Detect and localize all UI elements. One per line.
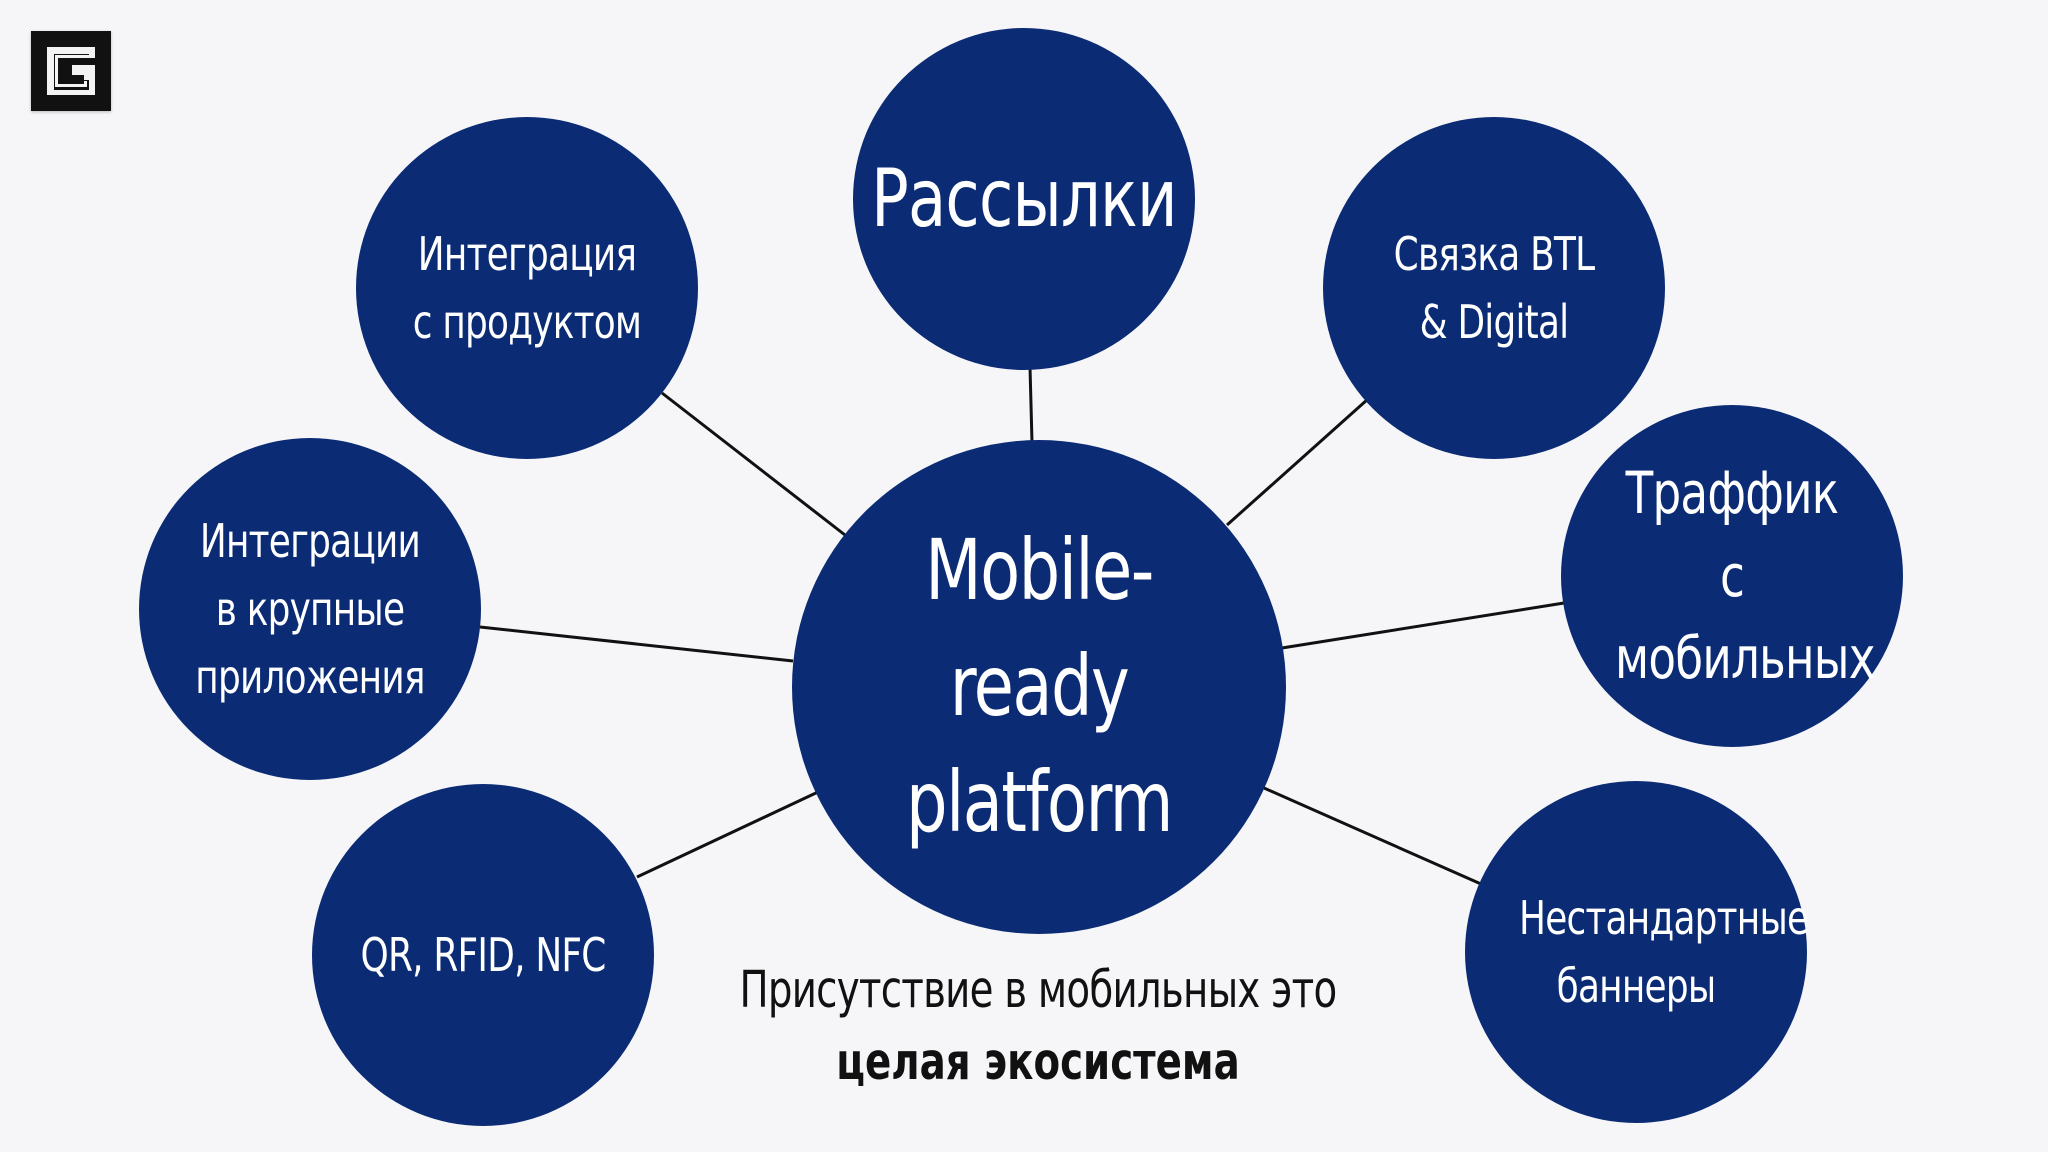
node-rassylki: Рассылки <box>853 28 1195 370</box>
connector-btl-digital <box>1226 397 1369 527</box>
connector-integration-apps <box>479 625 794 663</box>
node-integration-product-label: Интеграция с продуктом <box>412 226 642 349</box>
node-integration-product: Интеграция с продуктом <box>356 117 698 459</box>
connector-integration-product <box>661 391 846 537</box>
node-btl-digital: Связка BTL & Digital <box>1323 117 1665 459</box>
node-integration-apps: Интеграции в крупные приложения <box>139 438 481 780</box>
g-square-logo-icon <box>31 31 111 111</box>
node-rassylki-label: Рассылки <box>871 152 1177 245</box>
caption-line-2: целая экосистема <box>836 1033 1240 1092</box>
connector-qr-rfid-nfc <box>636 790 819 879</box>
node-mobile-traffic-label: Траффик с мобильных <box>1615 459 1876 693</box>
connector-rassylki <box>1028 366 1034 443</box>
connector-banners <box>1263 786 1482 886</box>
node-qr-rfid-nfc: QR, RFID, NFC <box>312 784 654 1126</box>
caption: Присутствие в мобильных это целая экосис… <box>638 955 1438 1099</box>
node-qr-rfid-nfc-label: QR, RFID, NFC <box>360 927 607 982</box>
node-btl-digital-label: Связка BTL & Digital <box>1393 226 1595 349</box>
connector-mobile-traffic <box>1281 601 1565 650</box>
center-node-label: Mobile-ready platform <box>906 521 1173 851</box>
node-mobile-traffic: Траффик с мобильных <box>1561 405 1903 747</box>
center-node-mobile-ready-platform: Mobile-ready platform <box>792 440 1286 934</box>
caption-line-1: Присутствие в мобильных это <box>739 961 1338 1020</box>
node-banners-label: Нестандартные баннеры <box>1519 890 1809 1013</box>
node-banners: Нестандартные баннеры <box>1465 781 1809 1123</box>
node-integration-apps-label: Интеграции в крупные приложения <box>195 513 425 705</box>
